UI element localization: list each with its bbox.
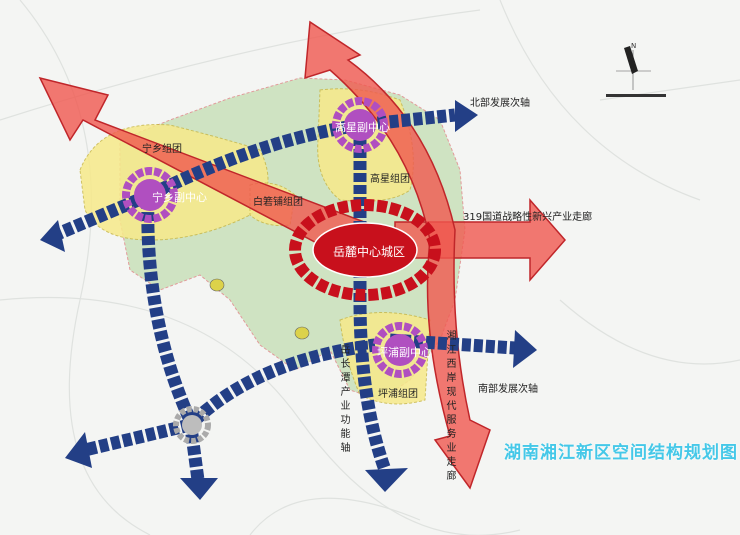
pingpu-group-label: 坪浦组团 xyxy=(378,389,418,400)
ningxiang-center-label: 宁乡副中心 xyxy=(152,191,207,204)
pingpu-center-label: 坪浦副中心 xyxy=(377,346,432,359)
gaoxing-center-label: 高星副中心 xyxy=(335,121,390,134)
corridor-319-east-arrow xyxy=(394,198,566,282)
axis-ningxiang-south xyxy=(141,199,205,481)
north-axis-label: 北部发展次轴 xyxy=(470,98,530,109)
map-title: 湖南湘江新区空间结构规划图 xyxy=(504,443,738,463)
axis-southwest xyxy=(83,418,192,457)
compass-north-label: N xyxy=(631,42,636,50)
arrowhead-southwest xyxy=(65,432,92,468)
arrowhead-west xyxy=(40,220,65,252)
small-town-1 xyxy=(209,278,225,292)
axis-changtan xyxy=(353,125,392,473)
axis-southwest-ne xyxy=(190,338,376,425)
axis-west xyxy=(52,189,153,241)
south-axis-label: 南部发展次轴 xyxy=(478,384,538,395)
corridor-319-label: 319国道战略性新兴产业走廊 xyxy=(463,212,593,223)
north-arrow-compass: N xyxy=(606,36,676,110)
main-center-label: 岳麓中心城区 xyxy=(333,245,406,259)
sub-centers xyxy=(122,97,428,444)
arrowhead-south-left xyxy=(180,478,218,500)
corridor-xiangjiang-arrow xyxy=(304,20,491,490)
xiangjiang-corridor-label: 湘江西岸现代服务业走廊 xyxy=(446,331,457,482)
ningxiang-group-label: 宁乡组团 xyxy=(142,144,182,155)
baiyiwu-group-label: 白箬铺组团 xyxy=(253,197,303,208)
main-center-ring xyxy=(289,199,441,301)
axis-arrowheads xyxy=(40,100,537,500)
changtan-axis-label: 岳长潭产业功能轴 xyxy=(340,345,351,454)
arrowhead-south xyxy=(513,330,537,368)
arrowhead-north xyxy=(455,100,478,132)
small-town-2 xyxy=(294,326,310,340)
arrowhead-changtan xyxy=(365,468,408,492)
gaoxing-group-label: 高星组团 xyxy=(370,174,410,185)
scale-bar xyxy=(606,94,666,97)
main-center xyxy=(312,222,418,278)
